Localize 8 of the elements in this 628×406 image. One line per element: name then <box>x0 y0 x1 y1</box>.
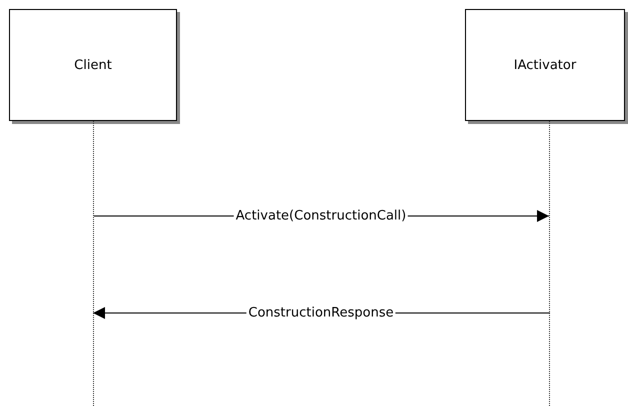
participant-box <box>465 9 625 121</box>
participant-box <box>9 9 177 121</box>
lifeline <box>549 121 550 406</box>
message-label: Activate(ConstructionCall) <box>234 208 408 224</box>
message-label: ConstructionResponse <box>246 306 396 320</box>
participant-name: Client <box>74 58 112 72</box>
lifeline <box>93 121 94 406</box>
participant-name: IActivator <box>514 58 576 72</box>
